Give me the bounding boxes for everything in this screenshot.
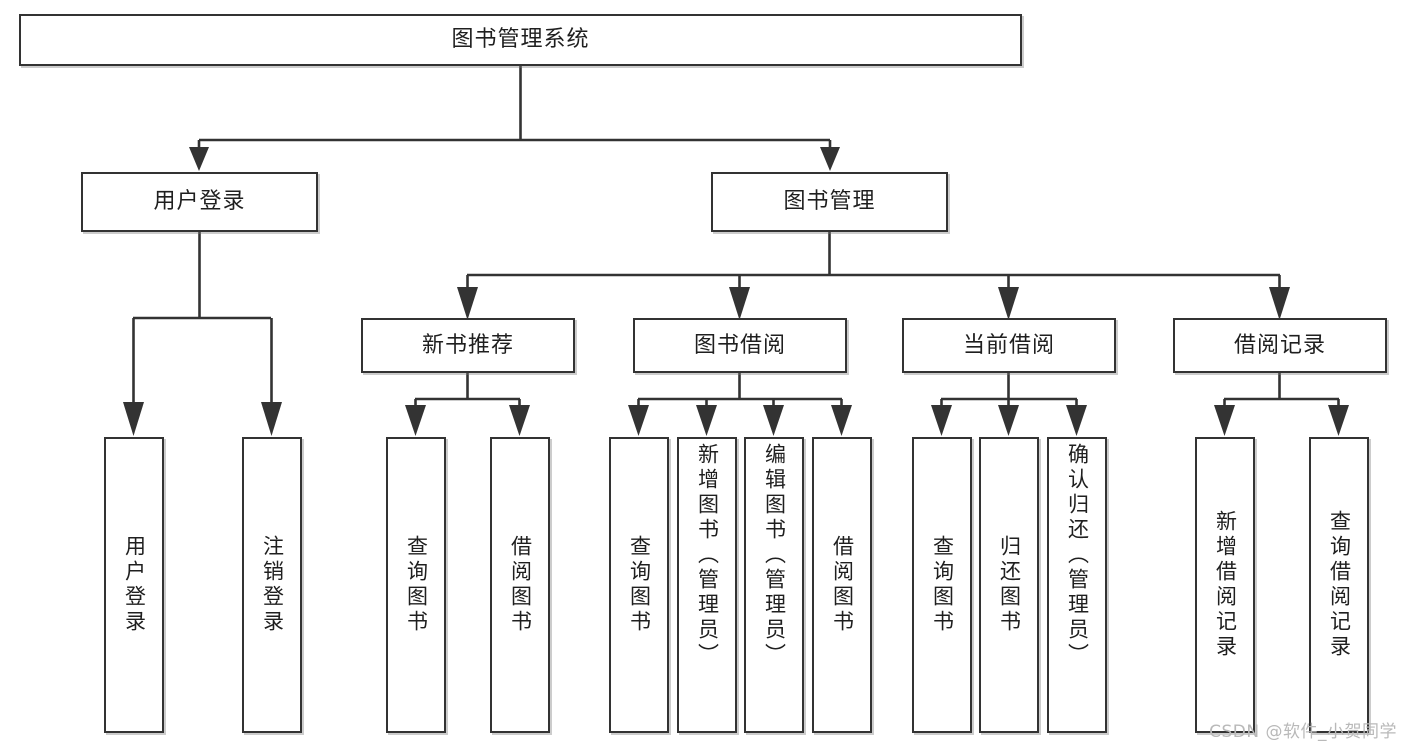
node-leaf-borrow-add-book-label: 新增图书（管理员） xyxy=(695,443,720,668)
node-leaf-logout[interactable]: 注销登录 xyxy=(242,437,302,733)
node-book-manage-label: 图书管理 xyxy=(783,189,876,215)
node-leaf-rec-borrow-book[interactable]: 借阅图书 xyxy=(490,437,550,733)
node-leaf-current-query-book-label: 查询图书 xyxy=(930,535,955,635)
node-leaf-borrow-query-book-label: 查询图书 xyxy=(627,535,652,635)
node-user-login-label: 用户登录 xyxy=(153,189,246,215)
arrow-record-leaf-2 xyxy=(1328,405,1349,436)
node-borrow-record-label: 借阅记录 xyxy=(1233,332,1326,358)
node-leaf-user-login-label: 用户登录 xyxy=(122,535,147,635)
node-leaf-current-return-book-label: 归还图书 xyxy=(997,535,1022,635)
arrow-current-leaf-2 xyxy=(998,405,1019,436)
node-book-borrow[interactable]: 图书借阅 xyxy=(633,318,847,373)
node-leaf-current-return-book[interactable]: 归还图书 xyxy=(979,437,1039,733)
node-leaf-borrow-query-book[interactable]: 查询图书 xyxy=(609,437,669,733)
arrow-bm-new-book-rec xyxy=(457,287,478,320)
node-new-book-rec[interactable]: 新书推荐 xyxy=(361,318,575,373)
node-leaf-borrow-edit-book-label: 编辑图书（管理员） xyxy=(762,443,787,668)
node-current-borrow-label: 当前借阅 xyxy=(962,332,1055,358)
arrow-root-to-user-login xyxy=(189,147,209,171)
arrow-borrow-leaf-2 xyxy=(696,405,717,436)
node-leaf-logout-label: 注销登录 xyxy=(260,535,285,635)
arrow-borrow-leaf-4 xyxy=(831,405,852,436)
node-leaf-current-query-book[interactable]: 查询图书 xyxy=(912,437,972,733)
node-leaf-borrow-add-book[interactable]: 新增图书（管理员） xyxy=(677,437,737,733)
arrow-current-leaf-1 xyxy=(931,405,952,436)
arrow-user-login-leaf-2 xyxy=(261,402,282,436)
node-leaf-record-add[interactable]: 新增借阅记录 xyxy=(1195,437,1255,733)
arrow-record-leaf-1 xyxy=(1214,405,1235,436)
node-leaf-borrow-borrow-book[interactable]: 借阅图书 xyxy=(812,437,872,733)
node-book-manage[interactable]: 图书管理 xyxy=(711,172,948,232)
node-book-borrow-label: 图书借阅 xyxy=(693,332,786,358)
node-new-book-rec-label: 新书推荐 xyxy=(421,332,514,358)
node-root[interactable]: 图书管理系统 xyxy=(19,14,1022,66)
arrow-rec-leaf-1 xyxy=(405,405,426,436)
node-leaf-current-confirm-return-label: 确认归还（管理员） xyxy=(1065,443,1090,668)
node-leaf-record-query-label: 查询借阅记录 xyxy=(1327,510,1352,660)
arrow-borrow-leaf-3 xyxy=(763,405,784,436)
arrow-user-login-leaf-1 xyxy=(123,402,144,436)
arrow-bm-borrow-record xyxy=(1269,287,1290,320)
csdn-watermark: CSDN @软件_小贺同学 xyxy=(1209,722,1397,742)
node-user-login[interactable]: 用户登录 xyxy=(81,172,318,232)
node-leaf-rec-query-book[interactable]: 查询图书 xyxy=(386,437,446,733)
arrow-rec-leaf-2 xyxy=(509,405,530,436)
node-leaf-record-add-label: 新增借阅记录 xyxy=(1213,510,1238,660)
node-leaf-record-query[interactable]: 查询借阅记录 xyxy=(1309,437,1369,733)
node-borrow-record[interactable]: 借阅记录 xyxy=(1173,318,1387,373)
node-leaf-borrow-edit-book[interactable]: 编辑图书（管理员） xyxy=(744,437,804,733)
arrow-current-leaf-3 xyxy=(1066,405,1087,436)
arrow-bm-book-borrow xyxy=(729,287,750,320)
node-leaf-rec-query-book-label: 查询图书 xyxy=(404,535,429,635)
node-leaf-user-login[interactable]: 用户登录 xyxy=(104,437,164,733)
node-leaf-rec-borrow-book-label: 借阅图书 xyxy=(508,535,533,635)
node-current-borrow[interactable]: 当前借阅 xyxy=(902,318,1116,373)
node-leaf-current-confirm-return[interactable]: 确认归还（管理员） xyxy=(1047,437,1107,733)
arrow-bm-current-borrow xyxy=(998,287,1019,320)
node-leaf-borrow-borrow-book-label: 借阅图书 xyxy=(830,535,855,635)
node-root-label: 图书管理系统 xyxy=(451,27,590,53)
arrow-borrow-leaf-1 xyxy=(628,405,649,436)
arrow-root-to-book-manage xyxy=(820,147,840,171)
